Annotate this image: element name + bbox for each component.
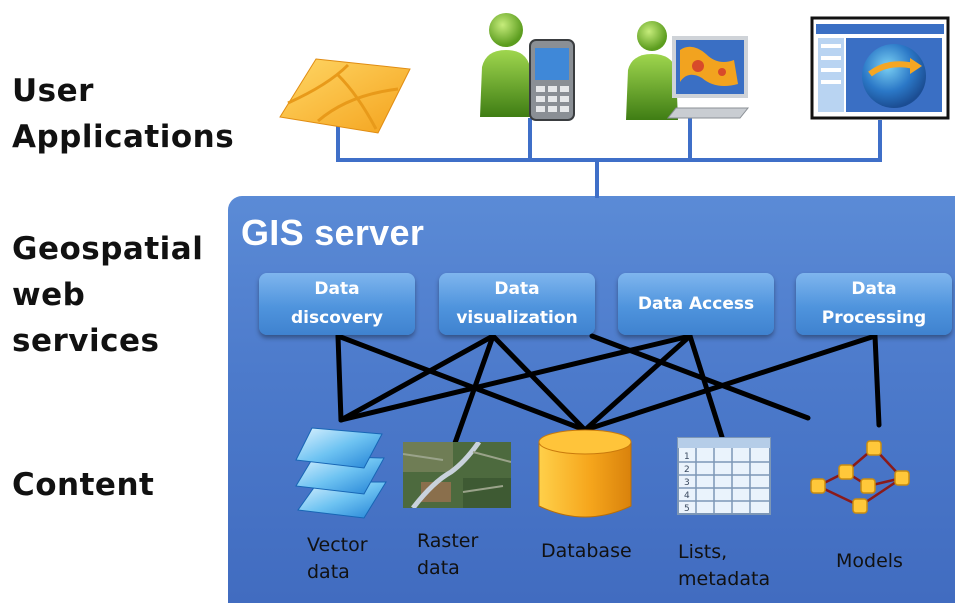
service-data-access-button[interactable]: Data Access — [618, 273, 774, 335]
link-access-lists — [687, 333, 725, 440]
svg-text:5: 5 — [684, 504, 690, 514]
service-data-discovery-button[interactable]: Data discovery — [259, 273, 415, 335]
table-list-icon[interactable]: 1 2 3 4 5 — [676, 436, 772, 516]
mobile-user-icon[interactable] — [478, 12, 583, 122]
link-access-database — [582, 333, 693, 433]
content-label-lists-metadata: Lists, metadata — [678, 541, 771, 590]
database-cylinder-icon[interactable] — [537, 428, 633, 522]
link-discovery-vector — [335, 333, 344, 423]
content-label-raster-data: Raster data — [417, 530, 479, 579]
link-access-vector — [338, 333, 693, 423]
content-label-database: Database — [541, 540, 632, 562]
tier-label-line: Applications — [12, 119, 235, 155]
content-label-vector-data: Vector data — [307, 534, 368, 583]
tier-label-line: web — [12, 277, 86, 313]
link-visual-database — [490, 333, 588, 433]
tier-label-line: Content — [12, 467, 155, 503]
tier-label-geospatial-web-services: Geospatial web services — [12, 226, 203, 364]
vector-layers-icon[interactable] — [294, 420, 390, 520]
link-discovery-database — [335, 333, 588, 433]
link-visual-vector — [338, 333, 496, 423]
service-content-connectors — [335, 333, 882, 446]
model-network-icon[interactable] — [806, 438, 918, 514]
link-processing-models — [872, 333, 882, 428]
desktop-user-icon[interactable] — [622, 20, 750, 122]
link-processing-database — [582, 333, 878, 433]
service-data-visualization-button[interactable]: Data visualization — [439, 273, 595, 335]
svg-text:1: 1 — [684, 452, 690, 462]
tier-label-line: User — [12, 73, 94, 109]
content-label-models: Models — [836, 550, 903, 572]
tier-label-user-applications: User Applications — [12, 68, 234, 160]
app-connectors — [336, 118, 882, 198]
service-data-processing-button[interactable]: Data Processing — [796, 273, 952, 335]
map-sheet-icon[interactable] — [278, 55, 412, 135]
link-visual-models — [589, 333, 811, 421]
tier-label-line: Geospatial — [12, 231, 204, 267]
raster-image-icon[interactable] — [403, 442, 511, 508]
svg-text:4: 4 — [684, 491, 690, 501]
tier-label-content: Content — [12, 462, 154, 508]
gis-server-title: GIS server — [241, 212, 425, 253]
gis-server-panel — [228, 196, 955, 603]
tier-label-line: services — [12, 323, 160, 359]
web-browser-globe-icon[interactable] — [810, 16, 950, 120]
svg-text:2: 2 — [684, 465, 690, 475]
svg-text:3: 3 — [684, 478, 690, 488]
